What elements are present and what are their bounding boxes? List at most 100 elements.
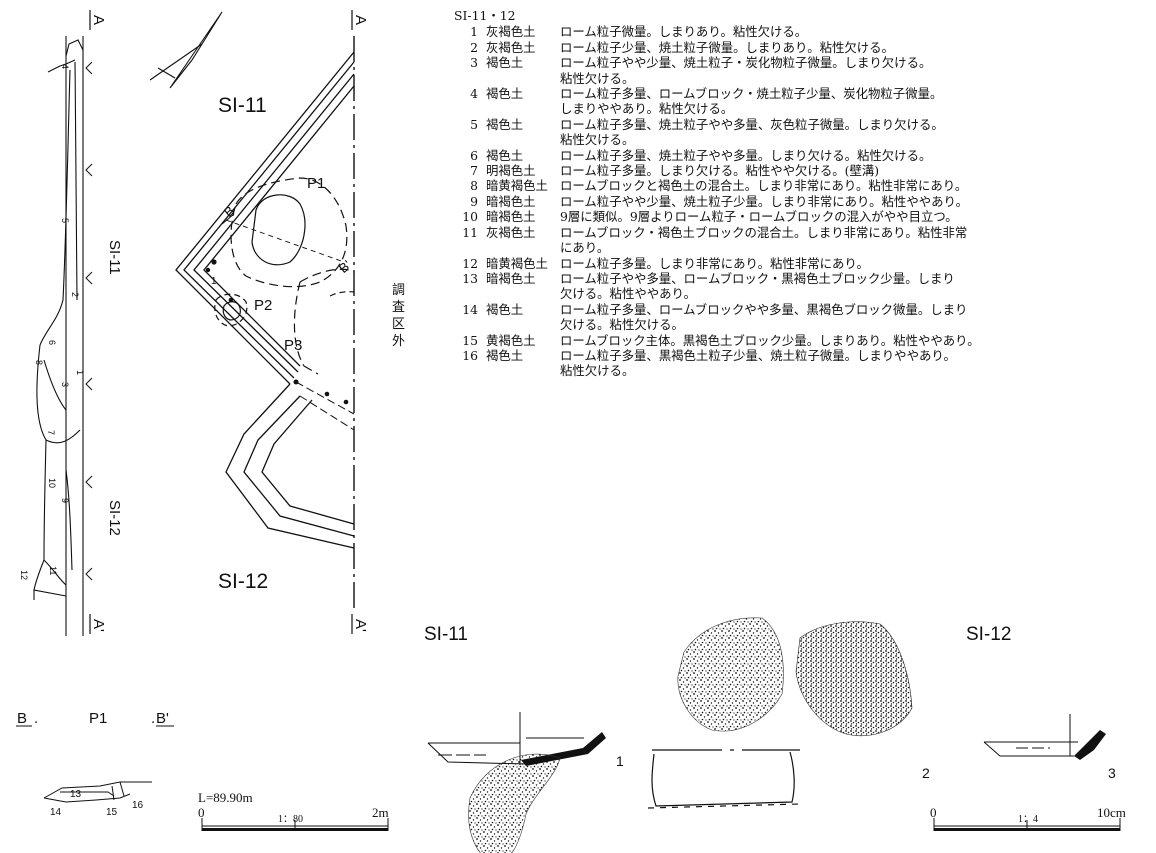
profile-layer-4: 4 [60, 64, 70, 69]
section-profile-a [33, 36, 84, 636]
legend-layer-number: 3 [470, 55, 478, 71]
outside-area-note: 調 査 区 外 [392, 283, 405, 349]
legend-layer-number: 5 [470, 116, 478, 132]
profile-tick-marks [85, 61, 93, 581]
legend-soil-name: 灰褐色土 [486, 39, 536, 55]
legend-soil-description: 9層に類似。9層よりローム粒子・ロームブロックの混入がやや目立つ。 [560, 209, 958, 225]
legend-layer-number: 11 [462, 224, 478, 240]
svg-text:.: . [34, 710, 38, 727]
artifact-3-profile [983, 714, 1078, 757]
artifact-scale-start: 0 [930, 805, 937, 820]
plan-view: B B' SI-11 SI-12 P1 P2 P3 1 [175, 36, 355, 612]
legend-soil-description: ローム粒子多量。しまり欠ける。粘性やや欠ける。(壁溝) [560, 163, 880, 179]
profile-layer-11: 11 [48, 566, 58, 575]
legend-soil-description: ロームブロック・褐色土ブロックの混合土。しまり非常にあり。粘性非常 にあり。 [560, 224, 968, 256]
legend-soil-name: 黄褐色土 [486, 332, 536, 348]
legend-row: 10 暗褐色土 9層に類似。9層よりローム粒子・ロームブロックの混入がやや目立つ。 [454, 209, 1154, 224]
legend-layer-number: 6 [470, 147, 478, 163]
legend-soil-description: ローム粒子少量、焼土粒子微量。しまりあり。粘性欠ける。 [560, 39, 894, 55]
legend-soil-name: 灰褐色土 [486, 224, 536, 240]
legend-soil-description: ロームブロックと褐色土の混合土。しまり非常にあり。粘性非常にあり。 [560, 178, 968, 194]
legend-layer-number: 2 [470, 39, 478, 55]
legend-layer-number: 8 [470, 178, 478, 194]
label-a-prime-profile-bottom: A' [90, 619, 107, 632]
legend-soil-description: ローム粒子やや多量、ロームブロック・黒褐色土ブロック少量。しまり 欠ける。粘性や… [560, 270, 955, 302]
p1-layer-14: 14 [50, 807, 62, 818]
p1-layer-16: 16 [132, 800, 144, 811]
artifact-scale-bar: 0 1：4 10cm [930, 805, 1126, 831]
legend-soil-description: ロームブロック主体。黒褐色土ブロック少量。しまりあり。粘性ややあり。 [560, 332, 980, 348]
legend-soil-name: 褐色土 [486, 116, 524, 132]
label-a-profile-top: A [90, 15, 107, 25]
plan-label-si11: SI-11 [218, 94, 267, 117]
legend-soil-description: ローム粒子多量。しまり非常にあり。粘性非常にあり。 [560, 255, 869, 271]
pit-label-p1: P1 [307, 175, 325, 192]
p1-section-title: P1 [89, 710, 107, 727]
artifact-heading-si11: SI-11 [424, 624, 468, 645]
plan-scale-ratio: 1：80 [278, 814, 303, 825]
pit-label-p2: P2 [254, 297, 272, 314]
p1-layer-15: 15 [106, 807, 118, 818]
artifact-number-2: 2 [922, 765, 930, 781]
legend-soil-description: ローム粒子多量、ロームブロックやや多量、黒褐色ブロック微量。しまり 欠ける。粘性… [560, 301, 968, 333]
artifact-2-rubbing-left [677, 617, 784, 732]
profile-layer-3: 3 [60, 382, 70, 387]
artifact-number-1: 1 [616, 753, 624, 769]
artifacts-si11: SI-11 1 [424, 624, 624, 853]
plan-label-si12: SI-12 [218, 570, 268, 593]
legend-row: 2 灰褐色土 ローム粒子少量、焼土粒子微量。しまりあり。粘性欠ける。 [454, 40, 1154, 55]
section-marks: A A' A A' [89, 10, 369, 634]
profile-layer-5: 5 [60, 218, 70, 223]
plan-scale-end: 2m [372, 805, 389, 820]
legend-soil-name: 明褐色土 [486, 163, 536, 179]
post-points [205, 259, 349, 405]
legend-row: 5 褐色土 ローム粒子多量、焼土粒子やや多量、灰色粒子微量。しまり欠ける。 粘性欠け… [454, 117, 1154, 148]
legend-soil-name: 暗黄褐色土 [486, 255, 548, 271]
outside-area-char-3: 区 [392, 317, 405, 332]
artifact-heading-si12: SI-12 [966, 624, 1011, 645]
b-section-line [221, 213, 345, 263]
legend-layer-number: 7 [470, 163, 478, 179]
legend-soil-description: ローム粒子多量、焼土粒子やや多量、灰色粒子微量。しまり欠ける。 粘性欠ける。 [560, 116, 944, 148]
legend-soil-description: ローム粒子多量、焼土粒子やや多量。しまり欠ける。粘性欠ける。 [560, 147, 932, 163]
plan-layer-1: 1 [211, 276, 217, 287]
profile-label-si12: SI-12 [106, 500, 123, 536]
profile-layer-9: 9 [60, 498, 70, 503]
label-a-prime-plan-bottom: A' [352, 619, 369, 632]
profile-layer-12: 12 [19, 570, 29, 580]
legend-soil-name: 褐色土 [486, 347, 524, 363]
legend-row: 7 明褐色土 ローム粒子多量。しまり欠ける。粘性やや欠ける。(壁溝) [454, 163, 1154, 178]
legend-soil-name: 灰褐色土 [486, 24, 536, 40]
outside-area-char-2: 査 [392, 300, 405, 315]
profile-layer-2: 2 [70, 292, 80, 297]
legend-soil-name: 暗褐色土 [486, 270, 536, 286]
plan-scale-bar: L=89.90m 0 1：80 2m [198, 790, 389, 831]
legend-soil-name: 褐色土 [486, 301, 524, 317]
legend-layer-number: 10 [462, 209, 478, 225]
pit-p2-outline [214, 293, 248, 327]
pit-p1-outline [230, 177, 348, 288]
profile-layer-7: 7 [46, 430, 56, 435]
profile-label-si11: SI-11 [106, 240, 123, 275]
plan-b-mark: B [221, 203, 237, 220]
p1-layer-13: 13 [70, 789, 82, 800]
legend-title: SI-11・12 [454, 8, 516, 23]
legend-layer-number: 4 [470, 86, 478, 102]
legend-soil-name: 暗褐色土 [486, 193, 536, 209]
plan-elevation: L=89.90m [198, 790, 253, 805]
legend-soil-name: 暗褐色土 [486, 209, 536, 225]
north-arrow-icon [149, 11, 223, 89]
artifacts-si12: SI-12 3 [966, 624, 1116, 781]
artifact-2-profile [647, 749, 801, 809]
legend-layer-number: 9 [470, 193, 478, 209]
legend-soil-description: ローム粒子多量、ロームブロック・焼土粒子少量、炭化物粒子微量。 しまりややあり。… [560, 86, 943, 117]
legend-layer-number: 1 [470, 24, 478, 40]
outside-area-char-4: 外 [392, 334, 405, 349]
